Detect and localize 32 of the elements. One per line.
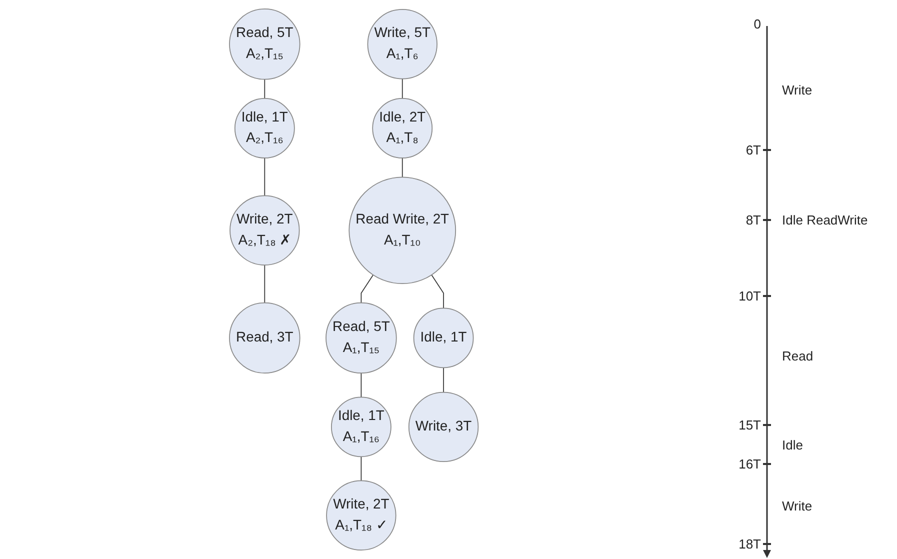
tick-label: 6T	[744, 142, 761, 158]
connector	[264, 78, 265, 99]
node-circle: Idle, 1T	[413, 308, 474, 368]
connector	[264, 158, 265, 196]
node-circle: Read, 3T	[228, 302, 300, 374]
tick-label: 8T	[744, 212, 761, 228]
phase-label: Read	[782, 348, 814, 364]
node-circle: Read, 5T A₁,T₁₅	[325, 302, 396, 374]
connector	[360, 274, 374, 304]
node-circle: Read, 5T A₂,T₁₅	[228, 8, 300, 80]
phase-label: Idle ReadWrite	[782, 212, 868, 228]
tick-label: 15T	[738, 418, 761, 432]
node-circle: Write, 3T	[408, 392, 478, 462]
node-circle: Write, 2T A₂,T₁₈ ✗	[229, 195, 300, 266]
connector	[442, 367, 444, 393]
tick-label: 16T	[738, 456, 761, 472]
connector	[360, 456, 362, 482]
connector	[430, 274, 444, 309]
phase-label: Write	[782, 82, 812, 98]
connector	[360, 372, 362, 398]
node-circle: Idle, 2T A₁,T₈	[372, 98, 432, 158]
node-circle: Idle, 1T A₁,T₁₆	[330, 396, 392, 458]
tick-label: 18T	[738, 536, 761, 552]
tick-label: 10T	[738, 288, 761, 304]
tick-label: 0	[752, 16, 761, 32]
phase-label: Idle	[782, 438, 803, 452]
phase-label: Write	[782, 498, 812, 514]
connector	[264, 264, 265, 304]
node-circle: Read Write, 2T A₁,T₁₀	[348, 176, 456, 284]
node-circle: Write, 5T A₁,T₆	[366, 9, 438, 80]
node-circle: Write, 2T A₁,T₁₈ ✓	[326, 480, 396, 550]
node-circle: Idle, 1T A₂,T₁₆	[234, 98, 294, 158]
